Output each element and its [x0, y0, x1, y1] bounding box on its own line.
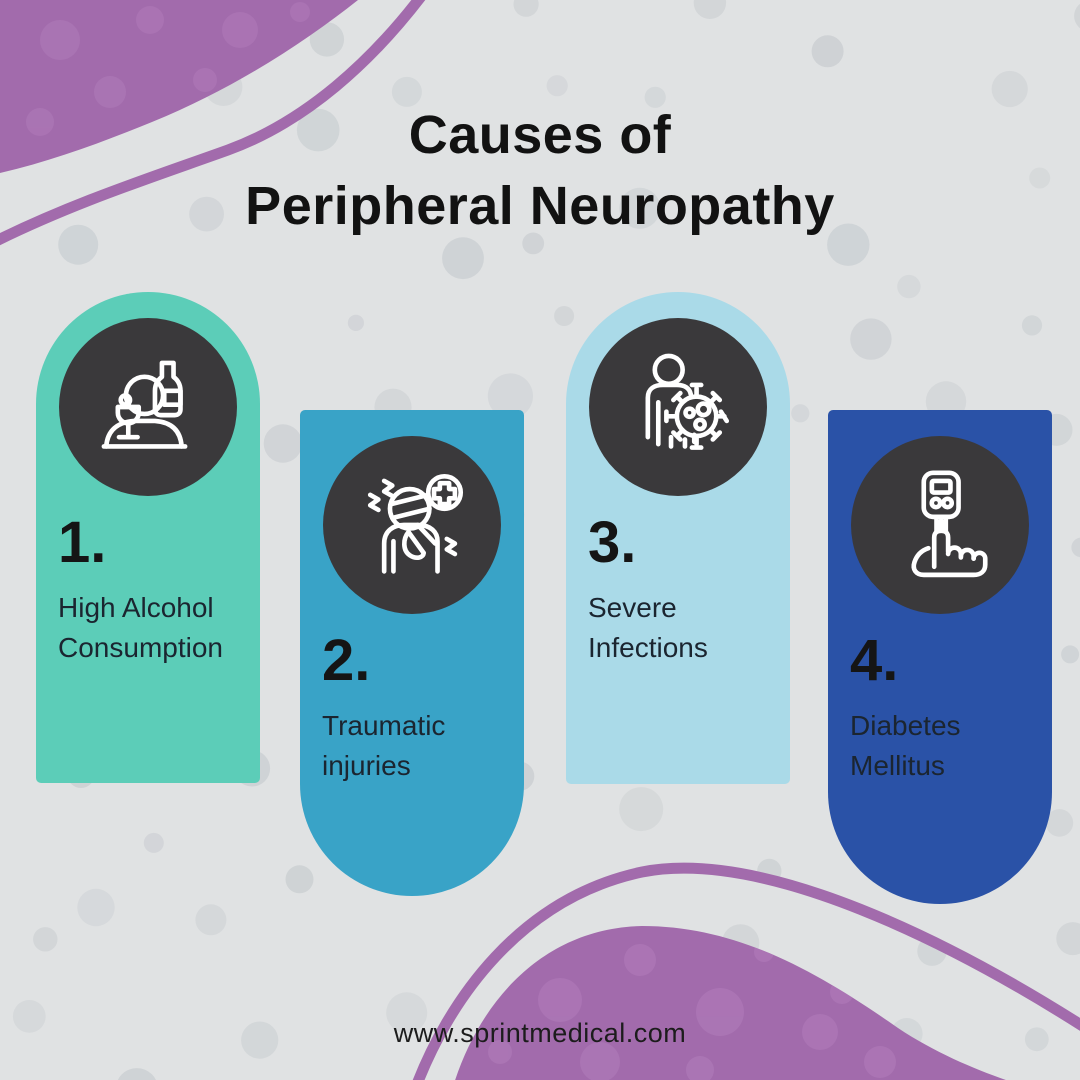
cause-card-diabetes: 4. Diabetes Mellitus	[828, 410, 1052, 904]
page-title: Causes of Peripheral Neuropathy	[0, 100, 1080, 242]
injured-person-icon	[367, 473, 464, 574]
glucose-meter-finger-icon	[911, 470, 988, 578]
icon-disc	[851, 436, 1029, 614]
icon-disc	[589, 318, 767, 496]
icon-disc	[59, 318, 237, 496]
cause-card-alcohol: 1. High Alcohol Consumption	[36, 292, 260, 783]
top-left-blob	[0, 0, 358, 173]
card-number: 4.	[850, 628, 899, 693]
card-label: Diabetes Mellitus	[850, 710, 961, 781]
bottom-right-wave-line	[412, 862, 1080, 1080]
cause-card-infection: 3. Severe Infections	[566, 292, 790, 784]
cause-card-trauma: 2. Traumatic injuries	[300, 410, 524, 896]
person-with-virus-icon	[645, 353, 730, 450]
website-url: www.sprintmedical.com	[393, 1018, 687, 1048]
icon-disc	[323, 436, 501, 614]
card-label: Severe Infections	[588, 592, 708, 663]
card-number: 2.	[322, 628, 371, 693]
card-label: Traumatic injuries	[322, 710, 446, 781]
card-number: 1.	[58, 510, 107, 575]
card-number: 3.	[588, 510, 637, 575]
title-line-1: Causes of	[408, 105, 672, 165]
title-line-2: Peripheral Neuropathy	[245, 176, 835, 236]
top-left-wave-line	[0, 0, 426, 246]
alcohol-drinking-icon	[101, 360, 188, 449]
card-label: High Alcohol Consumption	[58, 592, 223, 663]
